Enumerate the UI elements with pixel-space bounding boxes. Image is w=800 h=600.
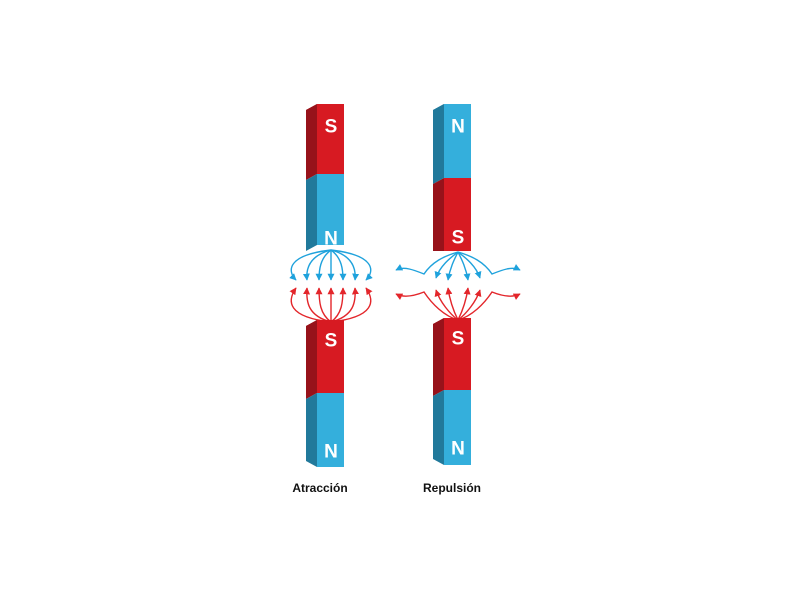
repulsion-field-line-red-6 [457, 291, 521, 321]
attraction-caption: Atracción [292, 481, 347, 495]
attraction-upper-bottom-side [306, 174, 317, 251]
repulsion-lower-top-pole-label: S [452, 329, 465, 350]
repulsion-upper-top-pole-label: N [451, 117, 465, 138]
attraction-field-line-blue-5 [330, 249, 347, 281]
attraction-field-line-red-3 [315, 287, 332, 323]
attraction-upper-bottom-pole-label: N [324, 229, 338, 250]
attraction-group: S N S N [289, 104, 373, 495]
attraction-field-line-blue-2 [302, 249, 332, 281]
repulsion-field-lines [395, 251, 521, 321]
attraction-lower-top-front [317, 320, 344, 393]
attraction-field-line-blue-6 [330, 249, 360, 281]
attraction-lower-magnet: S N [306, 320, 344, 467]
repulsion-field-line-red-4 [457, 287, 471, 321]
repulsion-lower-bottom-side [433, 390, 444, 465]
attraction-lower-bottom-side [306, 393, 317, 467]
repulsion-field-line-blue-3 [445, 251, 459, 281]
repulsion-lower-magnet: S N [433, 318, 471, 465]
attraction-lower-bottom-pole-label: N [324, 442, 338, 463]
repulsion-upper-bottom-pole-label: S [452, 228, 465, 249]
repulsion-upper-bottom-side [433, 178, 444, 251]
attraction-field-line-blue-1 [289, 249, 332, 281]
attraction-lower-bottom-front [317, 393, 344, 467]
repulsion-field-line-blue-5 [457, 251, 482, 279]
repulsion-lower-top-front [444, 318, 471, 390]
repulsion-lower-top-side [433, 318, 444, 396]
repulsion-caption: Repulsión [423, 481, 481, 495]
repulsion-field-line-red-3 [445, 287, 459, 321]
repulsion-field-line-blue-1 [395, 251, 459, 275]
repulsion-field-line-blue-2 [434, 251, 459, 279]
repulsion-group: N S S N Repulsión [395, 104, 521, 495]
repulsion-upper-bottom-front [444, 178, 471, 251]
attraction-upper-top-front [317, 104, 344, 174]
repulsion-upper-top-side [433, 104, 444, 184]
attraction-lower-top-side [306, 320, 317, 399]
attraction-upper-bottom-front [317, 174, 344, 245]
attraction-lower-top-pole-label: S [325, 331, 338, 352]
repulsion-field-line-blue-6 [457, 251, 521, 275]
attraction-field-line-blue-3 [315, 249, 332, 281]
attraction-field-line-red-5 [330, 287, 347, 323]
repulsion-upper-top-front [444, 104, 471, 178]
attraction-upper-top-pole-label: S [325, 117, 338, 138]
attraction-field-line-blue-7 [330, 249, 373, 281]
repulsion-upper-magnet: N S [433, 104, 471, 251]
attraction-field-lines [289, 249, 373, 323]
repulsion-field-line-blue-4 [457, 251, 471, 281]
repulsion-lower-bottom-front [444, 390, 471, 465]
attraction-upper-magnet: S N [306, 104, 344, 251]
repulsion-lower-bottom-pole-label: N [451, 439, 465, 460]
attraction-upper-top-side [306, 104, 317, 180]
repulsion-field-line-red-1 [395, 291, 459, 321]
